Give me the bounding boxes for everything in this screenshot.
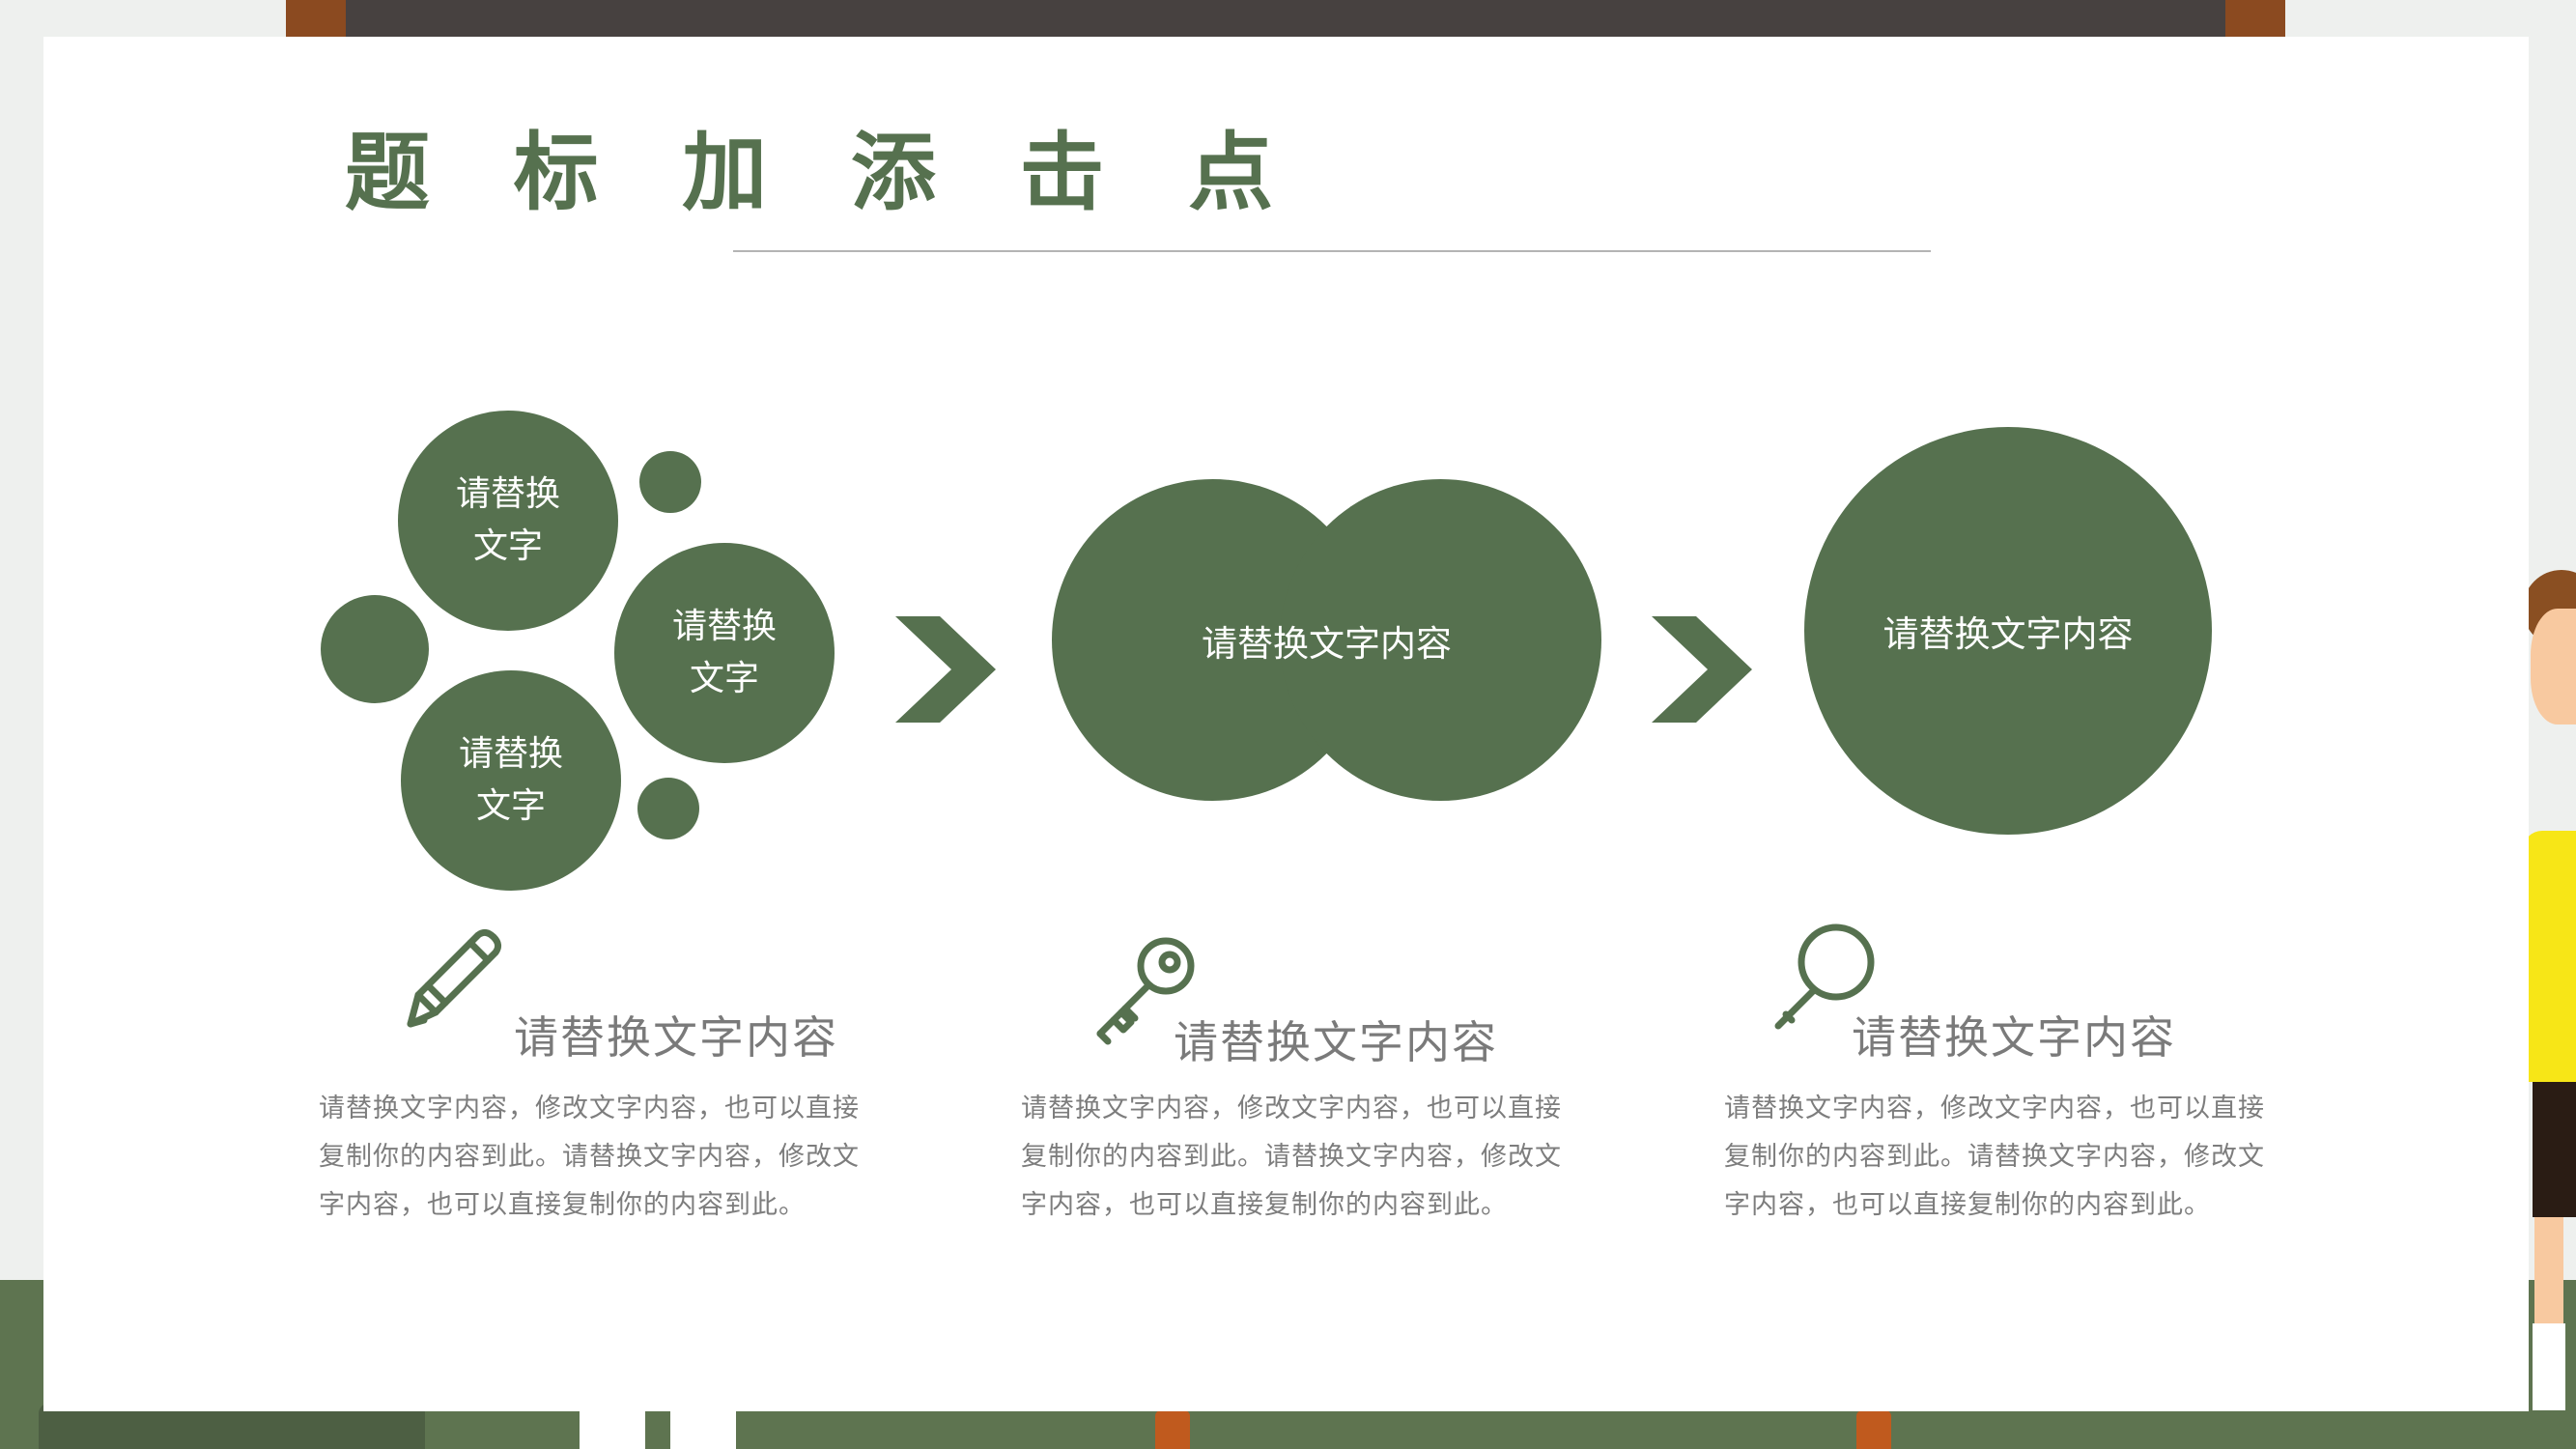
cluster-circle-2-label: 请替换文字	[671, 607, 777, 698]
key-icon	[1096, 937, 1195, 1045]
cluster-circle-1[interactable]: 请替换文字	[398, 411, 618, 631]
single-circle[interactable]: 请替换文字内容	[1804, 427, 2212, 835]
slide-title[interactable]: 题 标 加 添 击 点	[345, 123, 1301, 222]
cluster-circle-3[interactable]: 请替换文字	[401, 670, 621, 891]
chevron-right-icon	[1652, 616, 1752, 723]
cluster-circle-3-label: 请替换文字	[458, 734, 563, 826]
single-circle-label: 请替换文字内容	[1882, 613, 2134, 655]
column-2-body: 请替换文字内容，修改文字内容，也可以直接复制你的内容到此。请替换文字内容，修改文…	[1021, 1094, 1562, 1220]
column-2-heading: 请替换文字内容	[1174, 1016, 1498, 1068]
decor-dot-top	[639, 451, 701, 513]
chalkboard-top	[286, 0, 2285, 37]
slide-card: 题 标 加 添 击 点 请替换文字 请替换文字 请替换文字 请替换文字内容 请替…	[43, 37, 2529, 1411]
decor-dot-bottom	[637, 778, 699, 839]
decor-dot-left	[321, 595, 429, 703]
board-frame-right	[2225, 0, 2285, 37]
cartoon-person	[2511, 570, 2576, 1420]
title-divider	[733, 250, 1931, 252]
magnifier-icon	[1774, 923, 1875, 1030]
cone-left	[1155, 1410, 1190, 1449]
chevron-right-icon	[895, 616, 996, 723]
board-frame-left	[286, 0, 346, 37]
cluster-circle-2[interactable]: 请替换文字	[614, 543, 835, 763]
double-circle-label: 请替换文字内容	[1202, 622, 1452, 665]
double-circle-label-wrap: 请替换文字内容	[1052, 479, 1601, 801]
column-3-body: 请替换文字内容，修改文字内容，也可以直接复制你的内容到此。请替换文字内容，修改文…	[1724, 1094, 2265, 1220]
double-circle-right[interactable]	[1280, 479, 1601, 801]
pencil-icon	[407, 928, 502, 1028]
column-3-heading: 请替换文字内容	[1852, 1011, 2176, 1064]
column-1-body: 请替换文字内容，修改文字内容，也可以直接复制你的内容到此。请替换文字内容，修改文…	[319, 1094, 860, 1220]
column-1-heading: 请替换文字内容	[514, 1011, 838, 1064]
cone-right	[1856, 1410, 1891, 1449]
cluster-circle-1-label: 请替换文字	[455, 474, 560, 566]
